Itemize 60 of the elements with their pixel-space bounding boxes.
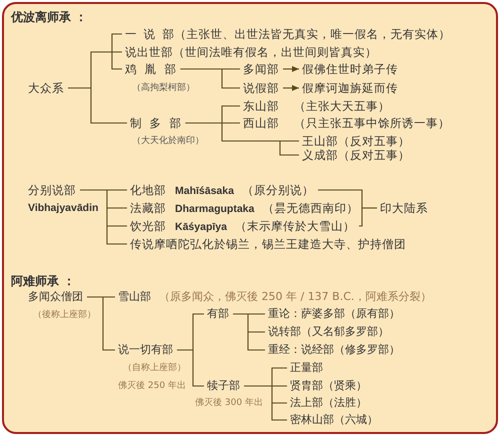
arrow bbox=[283, 66, 299, 72]
note-text: （昙无德西南印） bbox=[262, 201, 358, 215]
bracket-line bbox=[86, 296, 116, 351]
school-name: 一 说 部（主张世、出世法皆无真实，唯一假名，无有实体） bbox=[125, 27, 450, 41]
section-heading: 阿难师承 ： bbox=[11, 274, 76, 288]
school-name: 犊子部 bbox=[207, 379, 240, 393]
school-name: 说出世部（世间法唯有假名，出世间则皆真实） bbox=[125, 45, 377, 59]
group-name: 多闻众僧团 bbox=[28, 290, 83, 304]
sanskrit-name: Kāśyapīya bbox=[175, 221, 227, 233]
school-name: 多闻部 bbox=[243, 62, 279, 76]
school-name: 说假部 bbox=[243, 81, 279, 95]
note-text: 传说摩哂陀弘化於锡兰，锡兰王建造大寺、护持僧团 bbox=[130, 237, 406, 251]
sanskrit-name: Vibhajyavādin bbox=[28, 201, 98, 215]
bracket-line bbox=[184, 105, 300, 156]
school-name: 西山部 bbox=[243, 116, 279, 130]
note-text: （只主张五事中馀所诱一事） bbox=[294, 116, 450, 130]
school-name: 制 多 部 bbox=[130, 116, 182, 130]
bracket-line bbox=[79, 189, 128, 245]
school-name: 有部 bbox=[207, 307, 229, 321]
note-text: 佛灭後 250 年出 bbox=[118, 380, 186, 392]
section-heading: 优波离师承 ： bbox=[11, 10, 88, 24]
note-text: （原分别说） bbox=[242, 183, 314, 197]
school-name: 饮光部 bbox=[130, 219, 166, 233]
school-name: 法上部（法胜） bbox=[290, 396, 367, 410]
sanskrit-name: Dharmaguptaka bbox=[175, 203, 254, 215]
arrow bbox=[283, 85, 299, 91]
school-name: 重经：说经部（修多罗部） bbox=[268, 343, 400, 357]
bracket-line bbox=[232, 313, 266, 351]
bracket-line bbox=[359, 207, 377, 227]
note-text: （自称上座部） bbox=[123, 362, 186, 374]
school-name: 义成部（反对五事） bbox=[302, 148, 410, 162]
sanskrit-name: Mahīśāsaka bbox=[175, 185, 234, 197]
note-text: （高拘梨柯部） bbox=[132, 82, 195, 94]
school-name: 法藏部 bbox=[130, 201, 166, 215]
group-name: 印大陆系 bbox=[380, 201, 428, 215]
school-name: 贤胄部（贤乘） bbox=[290, 379, 367, 393]
note-text: （原多闻众，佛灭後 250 年 / 137 B.C.，阿难系分裂） bbox=[159, 290, 432, 303]
school-name: 化地部 bbox=[130, 183, 166, 197]
bracket-line bbox=[180, 68, 241, 89]
school-name: 雪山部 bbox=[118, 290, 151, 303]
group-name: 分别说部 bbox=[28, 183, 76, 197]
tradition-text: 假摩诃迦旃延而传 bbox=[302, 81, 398, 95]
tradition-text: 假佛住世时弟子传 bbox=[302, 62, 398, 76]
school-name: 密林山部（六城） bbox=[290, 413, 378, 427]
group-name: 大众系 bbox=[28, 81, 64, 95]
school-name: 正量部 bbox=[290, 361, 323, 375]
school-name: 说一切有部 bbox=[118, 343, 173, 357]
bracket-line bbox=[67, 33, 128, 124]
note-text: （末示摩传於大雪山） bbox=[234, 219, 355, 233]
note-text: （大天化於南印） bbox=[132, 135, 204, 147]
school-name: 重论：萨婆多部（原有部） bbox=[268, 307, 400, 321]
school-name: 王山部（反对五事） bbox=[302, 134, 410, 148]
note-text: 佛灭後 300 年出 bbox=[195, 397, 263, 409]
school-name: 说转部（又名郁多罗部） bbox=[268, 325, 389, 339]
note-text: （主张大天五事） bbox=[294, 99, 390, 113]
note-text: （後称上座部） bbox=[33, 309, 96, 321]
bracket-line bbox=[243, 367, 288, 421]
school-name: 东山部 bbox=[243, 99, 279, 113]
bracket-line bbox=[176, 313, 205, 387]
school-name: 鸡 胤 部 bbox=[125, 62, 176, 76]
